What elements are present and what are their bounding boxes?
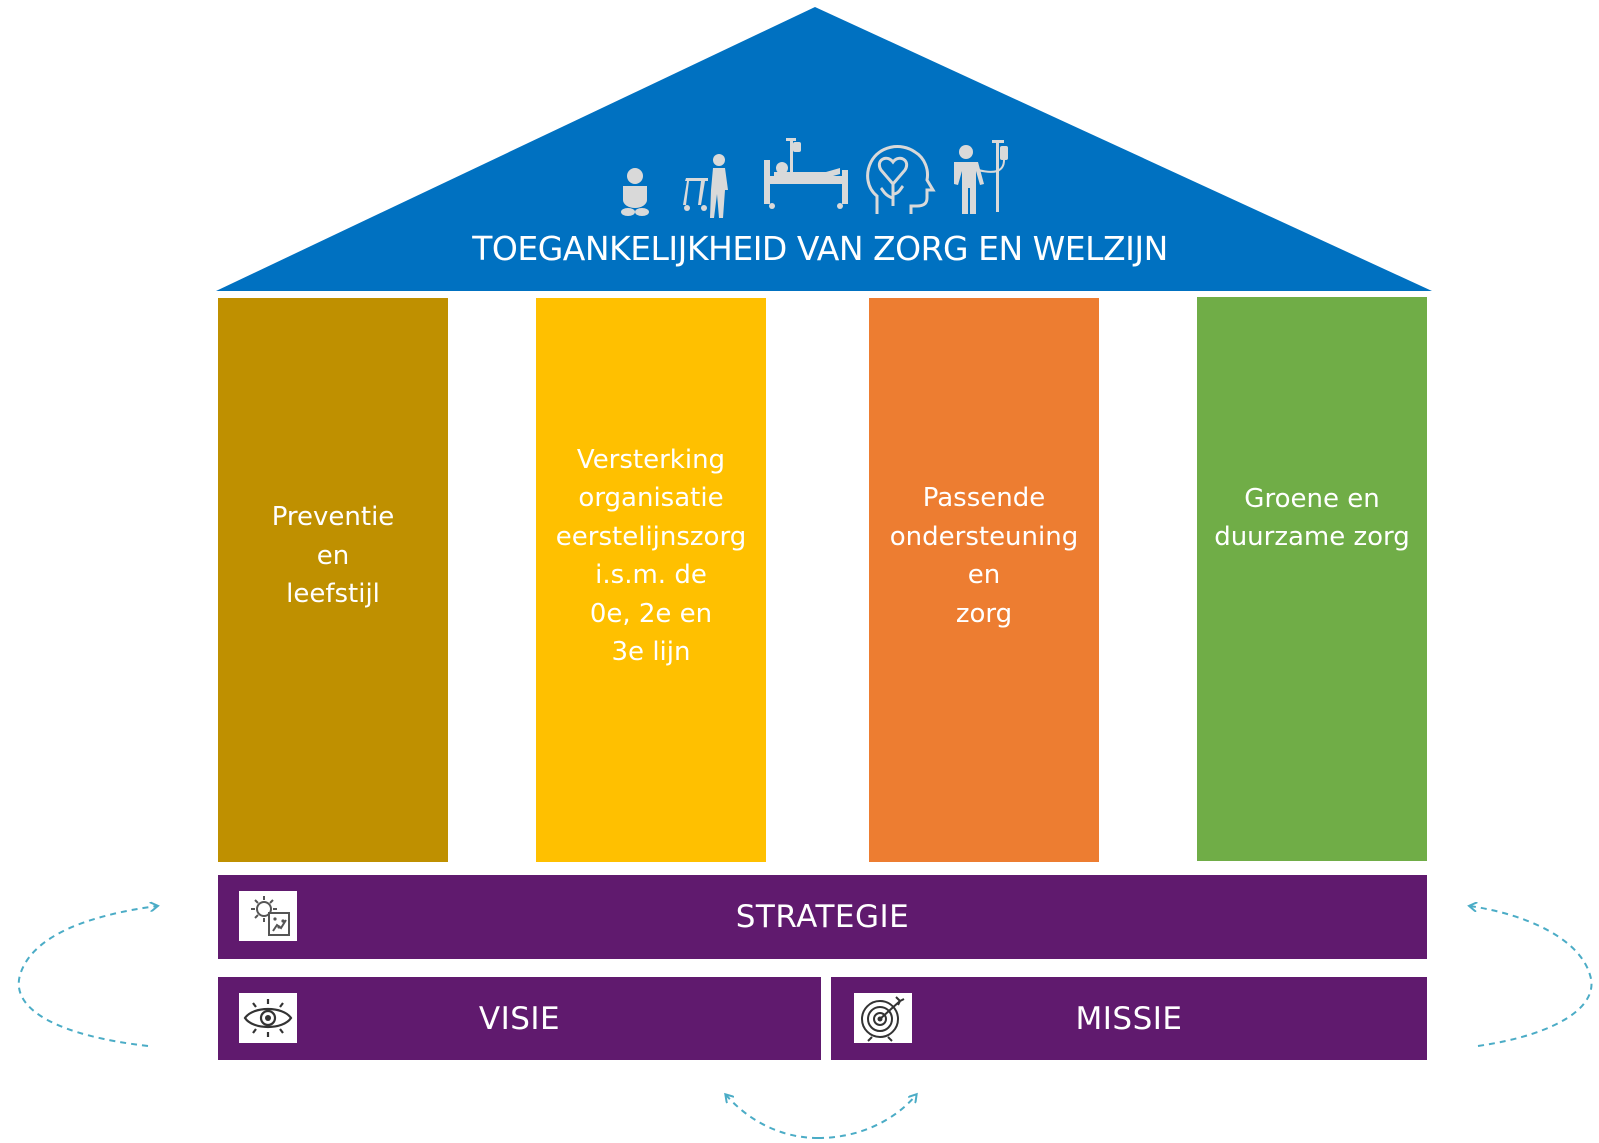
strategie-label: STRATEGIE [735, 899, 910, 935]
pillar-versterking: Versterking organisatie eerstelijnszorg … [536, 298, 766, 862]
elderly-walker-icon [683, 154, 728, 218]
pillar-groene-label: Groene en duurzame zorg [1214, 483, 1410, 553]
pillar-versterking-label: Versterking organisatie eerstelijnszorg … [555, 444, 747, 668]
missie-band: MISSIE [831, 977, 1427, 1060]
roof-title: TOEGANKELIJKHEID VAN ZORG EN WELZIJN [472, 229, 1168, 268]
gear-icon [239, 891, 297, 941]
baby-icon [621, 168, 649, 216]
mental-health-icon [866, 145, 936, 214]
bottom-cycle-arrow-right [817, 1095, 916, 1139]
missie-label: MISSIE [1075, 1000, 1183, 1037]
visie-band: VISIE [218, 977, 821, 1060]
target-icon [854, 993, 912, 1043]
right-cycle-arrow [1470, 906, 1593, 1047]
pillar-groene: Groene en duurzame zorg [1197, 297, 1427, 861]
pillar-preventie: Preventie en leefstijl [218, 298, 448, 862]
pillar-preventie-label: Preventie en leefstijl [271, 502, 395, 610]
patient-iv-icon [954, 140, 1008, 214]
strategie-band: STRATEGIE [218, 875, 1427, 959]
pillar-passende: Passende ondersteuning en zorg [869, 298, 1099, 862]
bottom-cycle-arrow-left [726, 1095, 819, 1139]
visie-label: VISIE [478, 1000, 561, 1037]
pillar-passende-label: Passende ondersteuning en zorg [889, 483, 1079, 629]
eye-icon [239, 993, 297, 1043]
left-cycle-arrow [17, 906, 157, 1047]
roof-shape [216, 7, 1432, 291]
hospital-bed-icon [764, 138, 848, 209]
